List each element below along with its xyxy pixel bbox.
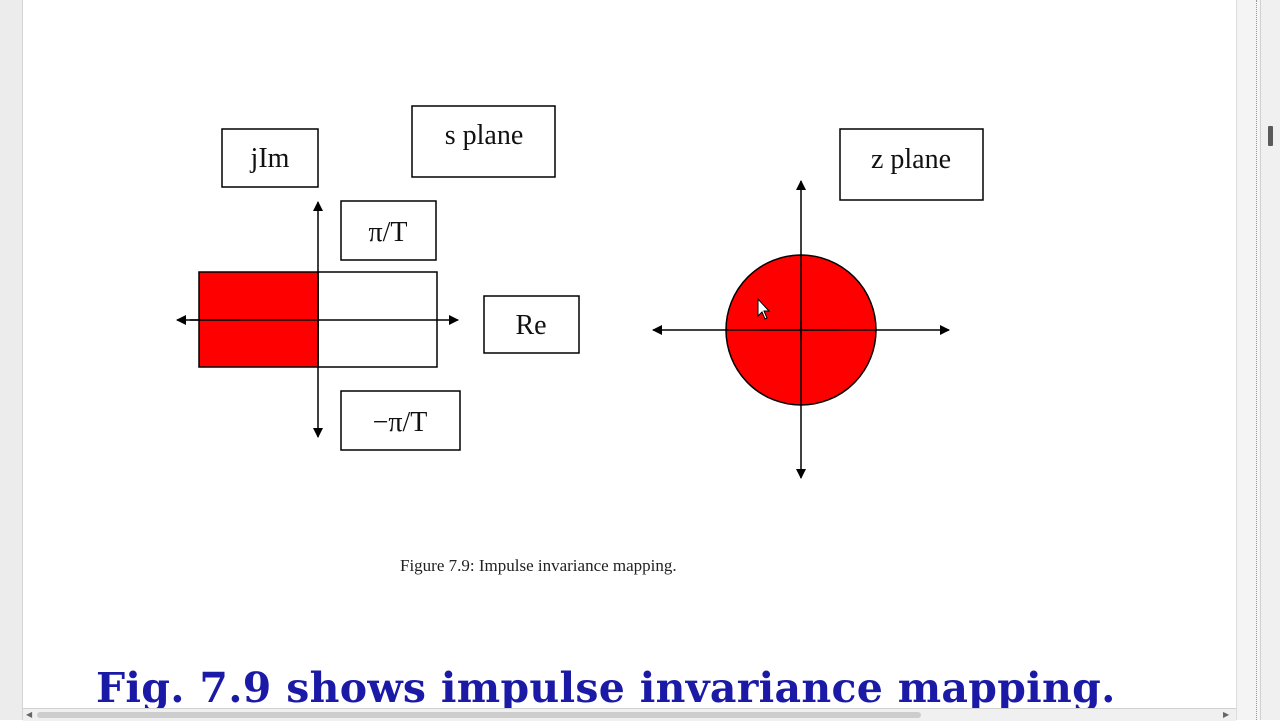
label-pi-over-t: π/T bbox=[368, 217, 407, 248]
label-box-re: Re bbox=[483, 295, 580, 354]
body-text-heading: Fig. 7.9 shows impulse invariance mappin… bbox=[96, 664, 1116, 712]
label-box-jim: jIm bbox=[221, 128, 319, 188]
impulse-invariance-diagram: jIm s plane π/T Re −π/T z plane bbox=[176, 105, 984, 479]
left-margin bbox=[0, 0, 23, 720]
label-re: Re bbox=[515, 310, 546, 341]
vertical-scrollbar[interactable] bbox=[1260, 0, 1280, 720]
right-gutter bbox=[1236, 0, 1261, 720]
mouse-cursor-icon bbox=[757, 297, 771, 320]
label-box-pi-over-t: π/T bbox=[340, 200, 437, 261]
vertical-scrollbar-thumb[interactable] bbox=[1268, 126, 1273, 146]
scroll-left-arrow-icon[interactable]: ◀ bbox=[26, 710, 33, 719]
gutter-divider bbox=[1256, 0, 1257, 720]
label-neg-pi-over-t: −π/T bbox=[373, 407, 428, 438]
label-z-plane: z plane bbox=[871, 144, 951, 175]
label-box-neg-pi-over-t: −π/T bbox=[340, 390, 461, 451]
horizontal-scrollbar-thumb[interactable] bbox=[37, 712, 921, 718]
label-box-s-plane: s plane bbox=[411, 105, 556, 178]
horizontal-scrollbar[interactable]: ◀ ▶ bbox=[23, 708, 1236, 721]
scroll-right-arrow-icon[interactable]: ▶ bbox=[1223, 710, 1230, 719]
label-jim: jIm bbox=[250, 143, 290, 174]
figure-caption: Figure 7.9: Impulse invariance mapping. bbox=[400, 556, 677, 575]
label-s-plane: s plane bbox=[445, 120, 524, 151]
label-box-z-plane: z plane bbox=[839, 128, 984, 201]
